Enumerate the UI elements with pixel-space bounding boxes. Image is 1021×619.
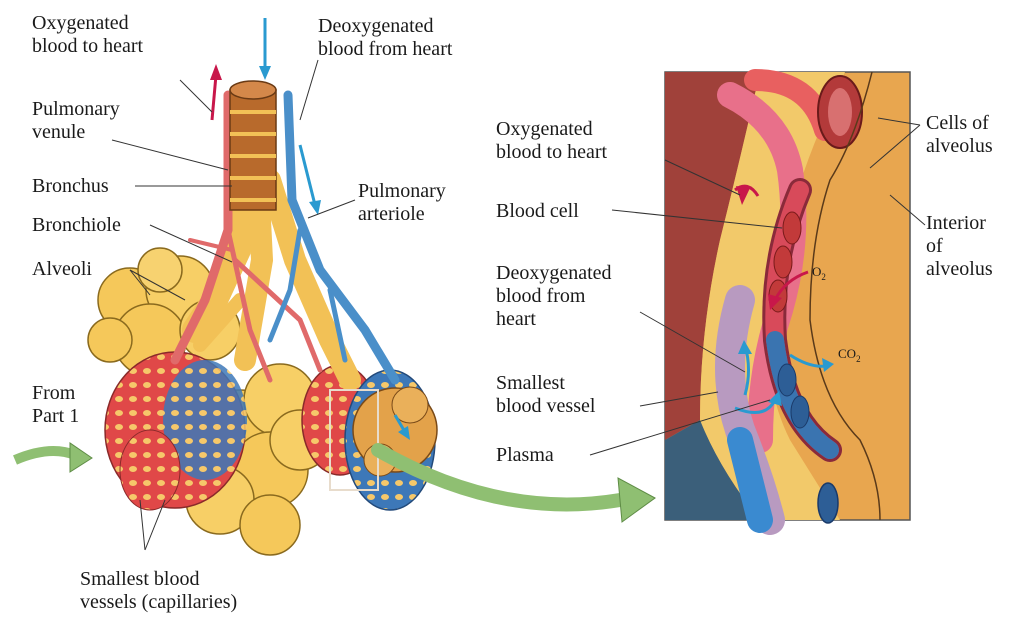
capillary-network-right xyxy=(302,365,437,510)
from-part-arrow xyxy=(15,443,92,472)
bronchus-tube xyxy=(230,81,276,210)
label-plasma: Plasma xyxy=(496,444,554,467)
label-bronchus: Bronchus xyxy=(32,175,109,198)
zoomed-alveolus-panel xyxy=(665,72,910,523)
label-alveoli: Alveoli xyxy=(32,258,92,281)
label-bronchiole: Bronchiole xyxy=(32,214,121,237)
label-blood-cell: Blood cell xyxy=(496,200,579,223)
